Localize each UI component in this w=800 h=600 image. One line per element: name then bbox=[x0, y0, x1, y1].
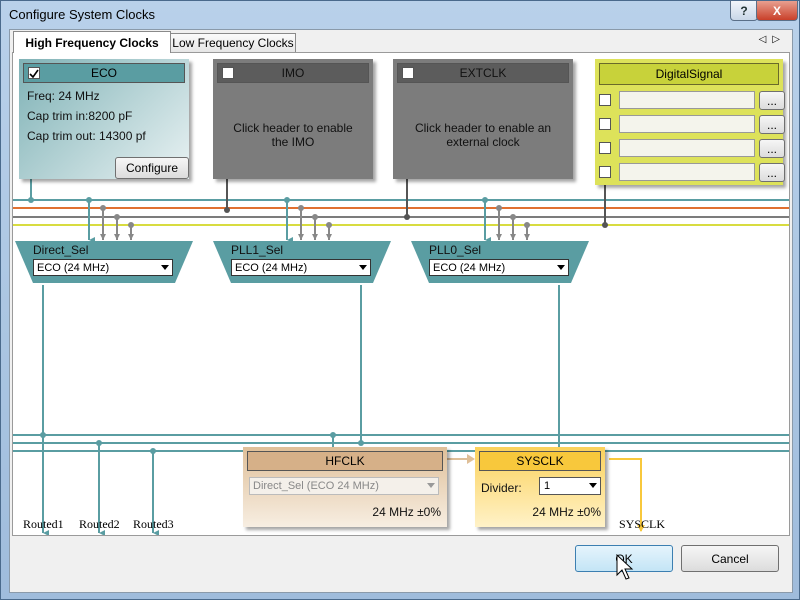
sysclk-divider-label: Divider: bbox=[481, 481, 522, 495]
digital-signal-checkbox[interactable] bbox=[599, 166, 611, 178]
digital-signal-browse-button[interactable]: ... bbox=[759, 139, 785, 158]
tab-low-frequency-clocks[interactable]: Low Frequency Clocks bbox=[170, 33, 296, 52]
routed1-label: Routed1 bbox=[23, 517, 64, 531]
sysclk-card: SYSCLK Divider: 1 24 MHz ±0% bbox=[475, 447, 605, 527]
tab-scroll-left-icon[interactable]: ◁ bbox=[758, 34, 773, 45]
digital-signal-browse-button[interactable]: ... bbox=[759, 91, 785, 110]
tab-high-frequency-clocks[interactable]: High Frequency Clocks bbox=[13, 31, 171, 53]
direct-sel-dropdown[interactable]: ECO (24 MHz) bbox=[33, 259, 173, 276]
extclk-card: EXTCLK Click header to enable an externa… bbox=[393, 59, 573, 179]
routed3-label: Routed3 bbox=[133, 517, 174, 531]
mux-pll1-sel: PLL1_Sel ECO (24 MHz) bbox=[213, 241, 391, 283]
digital-signal-field[interactable] bbox=[619, 163, 755, 181]
digital-signal-card: DigitalSignal ... ... ... bbox=[595, 59, 785, 185]
chevron-down-icon bbox=[427, 483, 435, 488]
eco-freq: Freq: 24 MHz bbox=[27, 89, 100, 103]
sysclk-divider-dropdown[interactable]: 1 bbox=[539, 477, 601, 495]
extclk-header[interactable]: EXTCLK bbox=[397, 63, 569, 83]
digital-signal-browse-button[interactable]: ... bbox=[759, 115, 785, 134]
pll1-sel-dropdown[interactable]: ECO (24 MHz) bbox=[231, 259, 371, 276]
tab-strip: High Frequency Clocks Low Frequency Cloc… bbox=[10, 30, 792, 53]
cancel-button[interactable]: Cancel bbox=[681, 545, 779, 572]
digital-signal-header[interactable]: DigitalSignal bbox=[599, 63, 779, 85]
digital-signal-checkbox[interactable] bbox=[599, 142, 611, 154]
mux-label: Direct_Sel bbox=[33, 243, 89, 257]
mux-pll0-sel: PLL0_Sel ECO (24 MHz) bbox=[411, 241, 589, 283]
digital-signal-field[interactable] bbox=[619, 115, 755, 133]
hfclk-source-dropdown[interactable]: Direct_Sel (ECO 24 MHz) bbox=[249, 477, 439, 495]
dropdown-value: ECO (24 MHz) bbox=[235, 261, 308, 274]
dropdown-value: ECO (24 MHz) bbox=[433, 261, 506, 274]
dropdown-value: 1 bbox=[544, 480, 551, 492]
eco-title: ECO bbox=[90, 66, 117, 80]
digital-signal-browse-button[interactable]: ... bbox=[759, 163, 785, 182]
dialog-client: High Frequency Clocks Low Frequency Cloc… bbox=[9, 29, 793, 593]
mux-label: PLL1_Sel bbox=[231, 243, 284, 257]
chevron-down-icon bbox=[557, 265, 565, 270]
mux-direct-sel: Direct_Sel ECO (24 MHz) bbox=[15, 241, 193, 283]
extclk-message: Click header to enable an external clock bbox=[414, 121, 552, 149]
eco-card: ECO Freq: 24 MHz Cap trim in:8200 pF Cap… bbox=[19, 59, 189, 179]
sysclk-frequency: 24 MHz ±0% bbox=[532, 505, 601, 519]
routed2-label: Routed2 bbox=[79, 517, 120, 531]
sysclk-output-label: SYSCLK bbox=[619, 517, 666, 531]
imo-enable-checkbox[interactable] bbox=[222, 67, 234, 79]
dropdown-value: ECO (24 MHz) bbox=[37, 261, 110, 274]
tab-scroll-arrows: ◁▷ bbox=[759, 34, 786, 45]
digital-signal-checkbox[interactable] bbox=[599, 94, 611, 106]
check-icon bbox=[29, 69, 39, 79]
tab-scroll-right-icon[interactable]: ▷ bbox=[772, 34, 786, 45]
extclk-title: EXTCLK bbox=[459, 66, 507, 80]
clock-diagram-canvas: ECO Freq: 24 MHz Cap trim in:8200 pF Cap… bbox=[12, 52, 790, 536]
title-bar[interactable]: Configure System Clocks ? X bbox=[1, 1, 799, 27]
hfclk-card: HFCLK Direct_Sel (ECO 24 MHz) 24 MHz ±0% bbox=[243, 447, 447, 527]
chevron-down-icon bbox=[359, 265, 367, 270]
digital-signal-field[interactable] bbox=[619, 139, 755, 157]
eco-enable-checkbox[interactable] bbox=[28, 67, 40, 79]
help-button[interactable]: ? bbox=[730, 1, 758, 21]
chevron-down-icon bbox=[161, 265, 169, 270]
imo-title: IMO bbox=[281, 66, 305, 80]
hfclk-frequency: 24 MHz ±0% bbox=[372, 505, 441, 519]
mux-label: PLL0_Sel bbox=[429, 243, 482, 257]
imo-card: IMO Click header to enable the IMO bbox=[213, 59, 373, 179]
eco-cap-trim-in: Cap trim in:8200 pF bbox=[27, 109, 133, 123]
eco-header[interactable]: ECO bbox=[23, 63, 185, 83]
extclk-enable-checkbox[interactable] bbox=[402, 67, 414, 79]
dropdown-value: Direct_Sel (ECO 24 MHz) bbox=[253, 480, 379, 492]
pll0-sel-dropdown[interactable]: ECO (24 MHz) bbox=[429, 259, 569, 276]
hfclk-header[interactable]: HFCLK bbox=[247, 451, 443, 471]
window-title: Configure System Clocks bbox=[9, 7, 155, 22]
sysclk-header[interactable]: SYSCLK bbox=[479, 451, 601, 471]
mouse-cursor-icon bbox=[616, 554, 634, 580]
imo-message: Click header to enable the IMO bbox=[233, 121, 353, 149]
chevron-down-icon bbox=[589, 483, 597, 488]
digital-signal-field[interactable] bbox=[619, 91, 755, 109]
close-button[interactable]: X bbox=[756, 1, 798, 21]
digital-signal-checkbox[interactable] bbox=[599, 118, 611, 130]
imo-header[interactable]: IMO bbox=[217, 63, 369, 83]
eco-configure-button[interactable]: Configure bbox=[115, 157, 189, 179]
eco-cap-trim-out: Cap trim out: 14300 pf bbox=[27, 129, 146, 143]
